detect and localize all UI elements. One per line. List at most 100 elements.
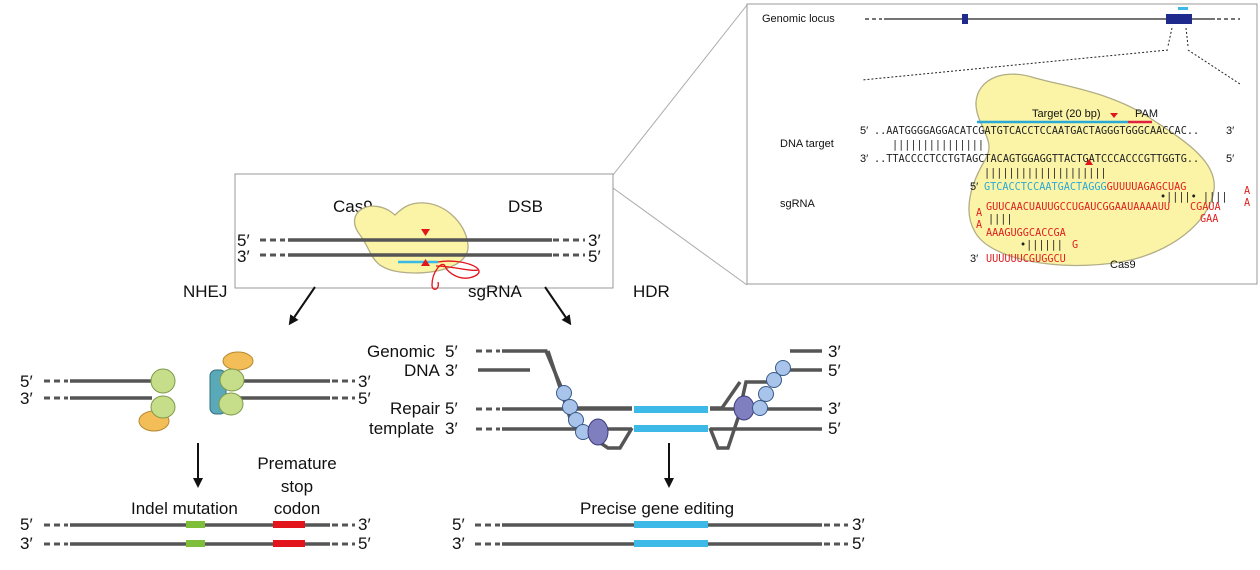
sgrna-spacer-seq: GTCACCTCCAATGACTAGGG <box>984 182 1107 193</box>
overview-bottom-left-end: 3′ <box>237 247 250 266</box>
dna-top-seq-a: ..AATGGGGAGGACATC <box>874 126 978 137</box>
exon-target <box>1166 14 1192 24</box>
exon-small <box>962 14 968 24</box>
sgrna-antirepeat-seq: GUUCAACUAUUGCCUGAUCGGAAUAAAAUU <box>986 202 1170 213</box>
rad51-bead <box>758 386 774 402</box>
indel-mutation-label: Indel mutation <box>131 499 238 518</box>
genomic-label-line2: DNA <box>404 361 441 380</box>
stop-codon-segment-top <box>273 521 305 528</box>
repair-insert-top <box>634 406 708 413</box>
cut-marker-bottom <box>421 259 430 266</box>
precise-editing-label: Precise gene editing <box>580 499 734 518</box>
hdr-right-genomic-5: 5′ <box>828 361 841 380</box>
dna-pairing-bars: ||||||||||||||| <box>892 140 984 151</box>
dna-top-seq-b: GATGTCACCTCCAATGACTAGGGT <box>978 126 1125 137</box>
dna-bot-3: 3′ <box>860 153 868 165</box>
sgrna-gaa: GAA <box>1200 214 1218 225</box>
sgrna-loop-a2: A <box>1244 198 1250 209</box>
overview-sgrna-scaffold-inner <box>435 265 479 272</box>
zoom-dash-a <box>1167 27 1173 47</box>
ku-green-left-top <box>150 368 176 394</box>
ku-green-right-bottom <box>218 392 244 416</box>
dna-bot-seq-b: CTACAGTGGAGGTTACTGATCCCA <box>978 154 1125 165</box>
dna-top-sequence: ..AATGGGGAGGACATCGATGTCACCTCCAATGACTAGGG… <box>874 126 1199 137</box>
inset-panel: Genomic locus Target (20 bp) PAM DNA tar… <box>746 3 1258 285</box>
genomic-5-end: 5′ <box>445 342 458 361</box>
nhej-panel: 5′ 3′ 3′ 5′ Indel mutation Premature sto… <box>20 351 371 553</box>
dna-top-3: 3′ <box>1226 125 1234 137</box>
nhej-res-bottom-left: 3′ <box>20 534 33 553</box>
dna-bot-5: 5′ <box>1226 153 1234 165</box>
inset-cut-marker-top <box>1110 113 1118 118</box>
hdr-res-top-right: 3′ <box>852 515 865 534</box>
sgrna-loop-b2: A <box>976 220 982 231</box>
indel-segment-top <box>186 521 205 528</box>
genomic-right-resect <box>710 381 742 410</box>
rad51-bead <box>766 372 782 388</box>
overview-bottom-right-end: 5′ <box>588 247 601 266</box>
target-label: Target (20 bp) <box>1032 108 1100 120</box>
hdr-right-repair-3: 3′ <box>828 399 841 418</box>
nhej-title: NHEJ <box>183 282 227 301</box>
rna-3: 3′ <box>970 253 978 265</box>
indel-segment-bottom <box>186 540 205 547</box>
sgrna-label: sgRNA <box>468 282 523 301</box>
genomic-3-end: 3′ <box>445 361 458 380</box>
rad51-bead <box>568 412 584 428</box>
dna-bot-seq-d: GTTGGTG.. <box>1144 154 1199 165</box>
sgrna-repeat-seq: GUUUUAGAGCUAG <box>1107 182 1187 193</box>
overview-panel: Cas9 DSB 5′ 3′ 3′ 5′ sgRNA <box>234 173 614 301</box>
genomic-label-line1: Genomic <box>367 342 436 361</box>
hdr-right-genomic-3: 3′ <box>828 342 841 361</box>
edit-segment-bottom <box>634 540 708 547</box>
zoom-dash-b <box>1185 27 1189 47</box>
sgrna-antirepeat-seq-2: CGAUA <box>1190 202 1221 213</box>
repair-5-end: 5′ <box>445 399 458 418</box>
sgrna-pairing-1: •||||• |||| <box>1160 192 1227 203</box>
hdr-res-top-left: 5′ <box>452 515 465 534</box>
overview-top-right-end: 3′ <box>588 231 601 250</box>
hdr-panel: Genomic DNA 5′ 3′ Repair template 5′ 3′ <box>367 342 865 553</box>
genomic-locus-label: Genomic locus <box>762 13 835 25</box>
stop-codon-line3: codon <box>274 499 320 518</box>
locus-target-mark <box>1178 7 1188 10</box>
nhej-res-top-left: 5′ <box>20 515 33 534</box>
dna-bot-seq-a: ..TTACCCCTCCTGTAG <box>874 154 978 165</box>
nhej-res-bottom-right: 5′ <box>358 534 371 553</box>
zoom-connector-bottom <box>612 187 748 286</box>
rad51-bead <box>562 399 578 415</box>
ku-green-left-bottom <box>150 395 176 419</box>
dsb-label: DSB <box>508 197 543 216</box>
edit-segment-top <box>634 521 708 528</box>
hdr-title: HDR <box>633 282 670 301</box>
hdr-res-bottom-left: 3′ <box>452 534 465 553</box>
repair-label-line2: template <box>369 419 434 438</box>
inset-cas9-label: Cas9 <box>1110 259 1136 271</box>
arrow-to-hdr <box>544 286 572 326</box>
nhej-top-right-end: 3′ <box>358 372 371 391</box>
stop-codon-segment-bottom <box>273 540 305 547</box>
nhej-top-left-end: 5′ <box>20 372 33 391</box>
stop-codon-line1: Premature <box>257 454 336 473</box>
stop-codon-line2: stop <box>281 477 313 496</box>
sgrna-pairing-3: •|||||| <box>1020 240 1063 251</box>
zoom-dash-c <box>861 49 1169 81</box>
sgrna-loop-a1: A <box>1244 186 1250 197</box>
sgrna-g: G <box>1072 240 1078 251</box>
dna-bot-seq-c: CCC <box>1125 154 1143 165</box>
sgrna-hairpin-seq: AAAGUGGCACCGA <box>986 228 1066 239</box>
cut-marker-top <box>421 229 430 236</box>
sgrna-inset-label: sgRNA <box>780 198 816 210</box>
pam-label: PAM <box>1135 108 1158 120</box>
rna-5: 5′ <box>970 181 978 193</box>
recombinase-left <box>587 418 609 446</box>
overview-top-left-end: 5′ <box>237 231 250 250</box>
dna-bottom-sequence: ..TTACCCCTCCTGTAGCTACAGTGGAGGTTACTGATCCC… <box>874 154 1199 165</box>
recombinase-right <box>733 395 755 421</box>
sgrna-pairing-2: |||| <box>988 214 1013 225</box>
sgrna-tail-seq: UUUUUUCGUGGCU <box>986 254 1066 265</box>
repair-3-end: 3′ <box>445 419 458 438</box>
dna-top-5: 5′ <box>860 125 868 137</box>
nhej-res-top-right: 3′ <box>358 515 371 534</box>
